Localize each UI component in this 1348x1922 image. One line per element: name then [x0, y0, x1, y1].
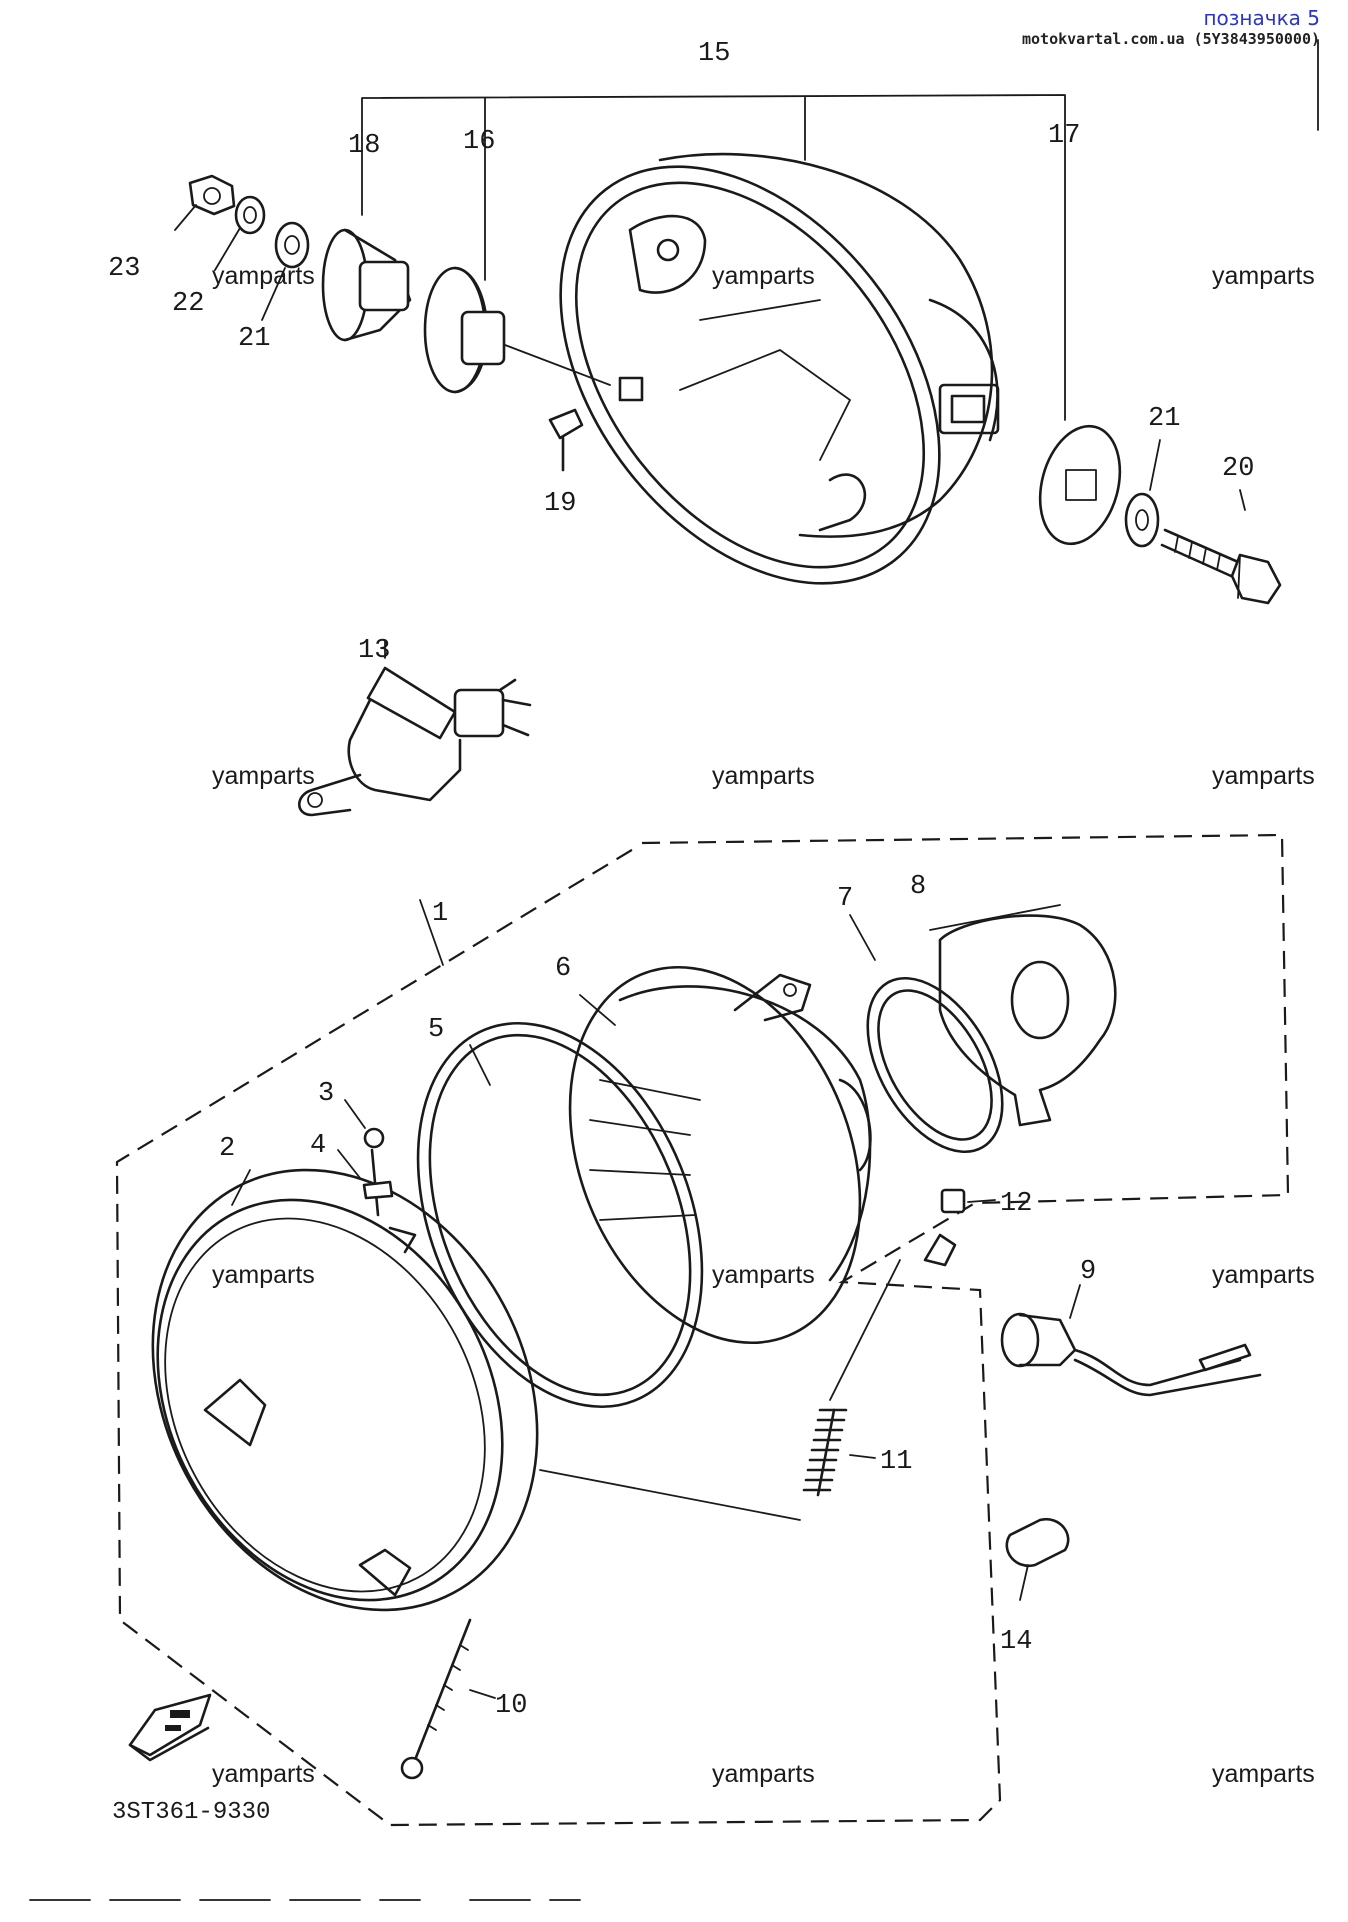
- callout-9: 9: [1080, 1257, 1096, 1287]
- callout-20: 20: [1222, 454, 1254, 484]
- part-2-rim: [151, 1168, 539, 1612]
- callout-6: 6: [555, 954, 571, 984]
- watermark-text: yamparts: [212, 762, 315, 790]
- part-22-lockwasher: [214, 195, 266, 271]
- part-3-4-screw: [337, 1099, 394, 1217]
- leader-1: [419, 899, 444, 966]
- part-23-nut: [174, 174, 236, 231]
- part-5-gasket: [416, 1021, 704, 1409]
- watermark-text: yamparts: [712, 1760, 815, 1788]
- callout-7: 7: [837, 884, 853, 914]
- header-title[interactable]: позначка 5: [1203, 6, 1320, 30]
- front-direction-icon: [128, 1693, 212, 1762]
- callouts: 1 2 3 4 5 6 7 8 9 10 11 12 13 14 15 16 1…: [108, 39, 1254, 1721]
- callout-19: 19: [544, 489, 576, 519]
- part-10-screw: [400, 1618, 496, 1780]
- watermark-text: yamparts: [1212, 762, 1315, 790]
- callout-8: 8: [910, 872, 926, 902]
- part-19-screw: [548, 408, 584, 472]
- part-21-washer-right: [1124, 439, 1161, 548]
- callout-18: 18: [348, 131, 380, 161]
- watermark-text: yamparts: [712, 1261, 815, 1289]
- part-20-bolt: [1160, 489, 1282, 605]
- callout-14: 14: [1000, 1627, 1032, 1657]
- part-14-small-bulb: [1005, 1517, 1070, 1601]
- header: позначка 5 motokvartal.com.ua (5Y3843950…: [1022, 6, 1320, 48]
- bracket-15: [361, 94, 1066, 421]
- callout-2: 2: [219, 1134, 235, 1164]
- part-17-spacer: [1038, 424, 1122, 546]
- watermark-text: yamparts: [712, 262, 815, 290]
- callout-13: 13: [358, 636, 390, 666]
- callout-10: 10: [495, 1691, 527, 1721]
- part-18-adjuster: [321, 228, 412, 342]
- part-9-socket: [1000, 1284, 1262, 1397]
- watermark-text: yamparts: [212, 1261, 315, 1289]
- watermark-text: yamparts: [712, 762, 815, 790]
- watermark-text: yamparts: [212, 262, 315, 290]
- callout-21-right: 21: [1148, 404, 1180, 434]
- watermarks: yamparts yamparts yamparts yamparts yamp…: [212, 262, 1315, 1788]
- part-6-lens-unit: [568, 965, 872, 1345]
- part-13-bulb: [297, 639, 532, 817]
- callout-23: 23: [108, 254, 140, 284]
- callout-17: 17: [1048, 121, 1080, 151]
- callout-3: 3: [318, 1079, 334, 1109]
- callout-21-left: 21: [238, 324, 270, 354]
- diagram-code: 3ST361-9330: [112, 1799, 270, 1826]
- callout-4: 4: [310, 1131, 326, 1161]
- part-12-clip: [923, 1188, 996, 1267]
- part-16-socket: [423, 266, 611, 394]
- callout-11: 11: [880, 1447, 912, 1477]
- header-source: motokvartal.com.ua (5Y3843950000): [1021, 30, 1320, 48]
- watermark-text: yamparts: [1212, 1760, 1315, 1788]
- callout-16: 16: [463, 127, 495, 157]
- part-7-ring: [849, 914, 1004, 1154]
- watermark-text: yamparts: [1212, 262, 1315, 290]
- watermark-text: yamparts: [212, 1760, 315, 1788]
- callout-12: 12: [1000, 1189, 1032, 1219]
- part-21-washer-left: [261, 221, 310, 321]
- part-11-spring: [539, 1259, 901, 1521]
- watermark-text: yamparts: [1212, 1261, 1315, 1289]
- callout-15: 15: [698, 39, 730, 69]
- callout-1: 1: [432, 899, 448, 929]
- callout-22: 22: [172, 289, 204, 319]
- assembly-1-boundary: [115, 833, 1290, 1827]
- callout-5: 5: [428, 1015, 444, 1045]
- headlight-case: [559, 152, 1000, 585]
- part-8-cover: [929, 904, 1117, 1127]
